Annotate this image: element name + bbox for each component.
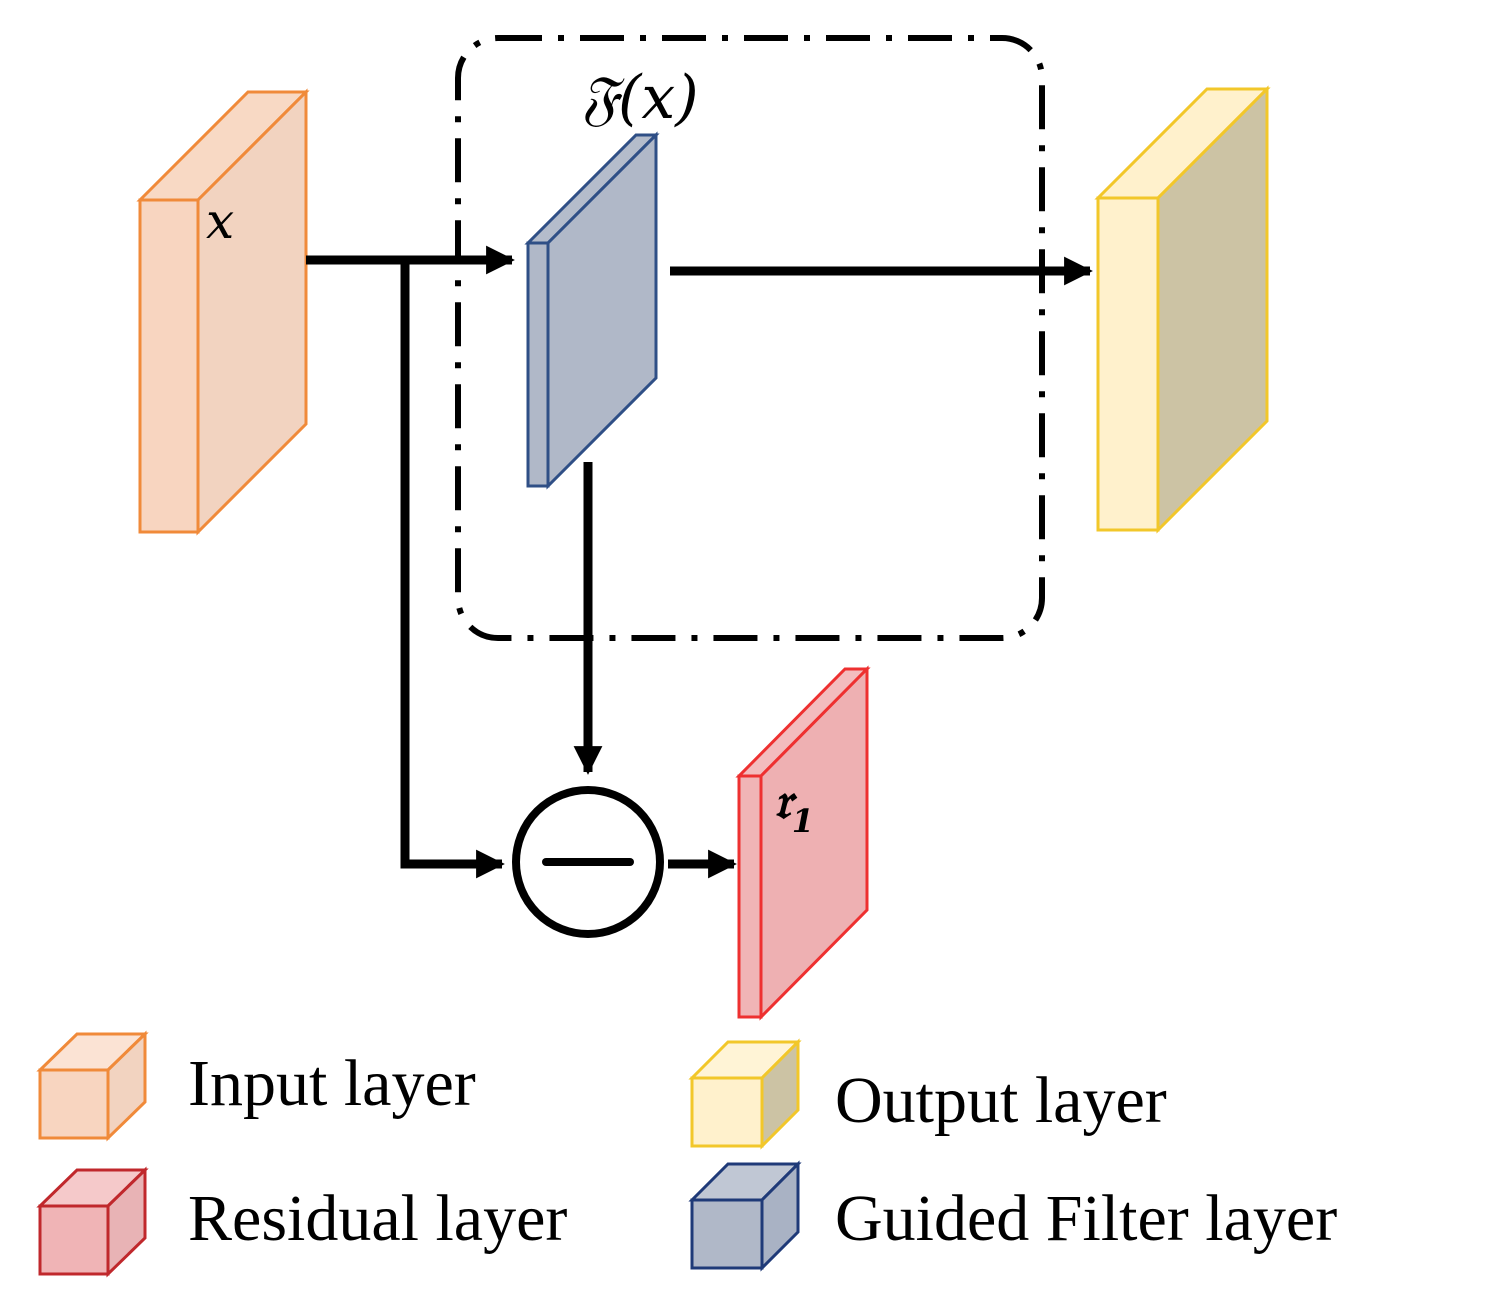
legend-output-label: Output layer <box>835 1064 1167 1137</box>
legend-residual-label: Residual layer <box>188 1182 567 1255</box>
legend-output-swatch <box>688 1038 802 1150</box>
output-layer-block <box>1094 85 1271 534</box>
residual-label: 𝔯1 <box>774 771 814 840</box>
legend-input-swatch <box>36 1030 149 1142</box>
legend-input-label: Input layer <box>188 1047 476 1120</box>
skip-connection-arrow <box>400 260 505 879</box>
subtract-operator <box>512 786 664 938</box>
legend: Input layer Output layer Residual layer … <box>36 1030 1337 1278</box>
guided-filter-label: 𝔉(x) <box>580 63 699 133</box>
input-label: x <box>206 192 234 250</box>
legend-residual-swatch <box>36 1166 149 1278</box>
guided-filter-layer-block: 𝔉(x) <box>524 63 699 490</box>
legend-guided-label: Guided Filter layer <box>835 1182 1337 1255</box>
residual-layer-block: 𝔯1 <box>735 665 871 1021</box>
input-layer-block: x <box>136 88 310 536</box>
legend-guided-swatch <box>688 1160 802 1272</box>
filter-block-boundary <box>455 35 1045 641</box>
